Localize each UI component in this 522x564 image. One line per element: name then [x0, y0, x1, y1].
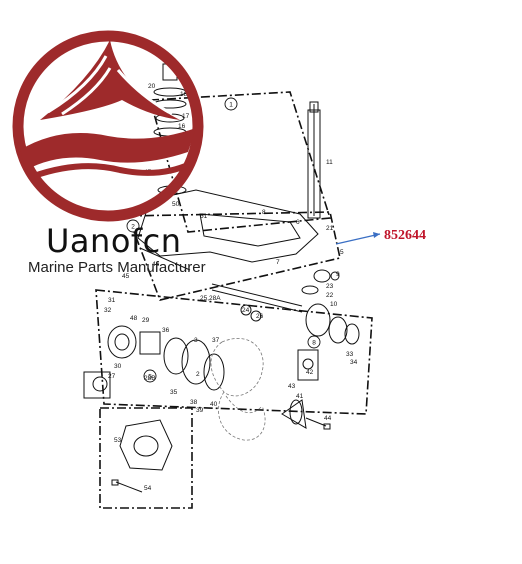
group-label-5: 5	[143, 369, 157, 383]
part-label-43: 43	[288, 383, 296, 390]
svg-text:8: 8	[312, 340, 316, 347]
part-label-35: 35	[170, 389, 178, 396]
part-label-54: 54	[144, 485, 152, 492]
callout-arrow	[335, 232, 381, 245]
part-label-24: 24	[242, 307, 250, 314]
part-label-25-28A: 25,28A	[200, 295, 221, 302]
part-label-33: 33	[346, 351, 354, 358]
part-label-8: 8	[262, 209, 266, 216]
middle-group-frame	[126, 211, 341, 301]
bearing-carrier	[83, 325, 225, 399]
part-label-17: 17	[182, 113, 190, 120]
gear-housing	[137, 189, 319, 271]
part-label-40: 40	[210, 401, 218, 408]
part-label-28B: 28B	[144, 375, 156, 382]
brand-tagline: Marine Parts Manufacturer	[28, 259, 206, 276]
part-label-23: 23	[326, 283, 334, 290]
part-label-44: 44	[324, 415, 332, 422]
part-label-45: 45	[122, 273, 130, 280]
part-label-22: 22	[326, 292, 334, 299]
propeller-shaft	[211, 283, 303, 322]
part-label-46: 46	[152, 261, 160, 268]
anode	[111, 419, 173, 493]
part-label-39: 39	[196, 407, 204, 414]
group-number-labels: 1 2 8 5	[126, 97, 321, 383]
part-label-34: 34	[350, 359, 358, 366]
part-label-32: 32	[104, 307, 112, 314]
part-label-6: 6	[296, 219, 300, 226]
part-label-9: 9	[336, 271, 340, 278]
part-number-labels: 201817161547115051862175464525,28A923221…	[104, 83, 358, 492]
part-label-50: 50	[172, 201, 180, 208]
part-label-5: 5	[340, 249, 344, 256]
svg-text:2: 2	[131, 224, 135, 231]
part-label-38: 38	[190, 399, 198, 406]
group-label-2: 2	[126, 219, 140, 233]
part-label-51: 51	[200, 213, 208, 220]
part-label-11: 11	[326, 159, 333, 166]
part-label-2: 2	[196, 371, 200, 378]
part-label-20: 20	[148, 83, 156, 90]
callout-part-number: 852644	[384, 228, 426, 243]
part-label-27: 27	[108, 373, 116, 380]
brand-name: Uanofcn	[46, 222, 182, 260]
lower-group-frame	[95, 289, 373, 415]
part-label-37: 37	[212, 337, 220, 344]
prop-hardware	[281, 349, 331, 430]
part-label-30: 30	[114, 363, 122, 370]
part-label-31: 31	[108, 297, 116, 304]
part-label-10: 10	[330, 301, 338, 308]
part-label-42: 42	[306, 369, 314, 376]
upper-group-frame	[148, 91, 332, 233]
part-label-16: 16	[178, 123, 186, 130]
part-label-48: 48	[130, 315, 138, 322]
propeller-outline	[210, 338, 266, 441]
part-label-21: 21	[326, 225, 334, 232]
drive-shaft	[307, 101, 321, 219]
part-label-18: 18	[180, 91, 188, 98]
right-gear-assembly	[301, 269, 360, 345]
part-label-53: 53	[114, 437, 122, 444]
svg-text:5: 5	[148, 374, 152, 381]
svg-text:1: 1	[229, 102, 233, 109]
ship-in-circle-logo-icon	[12, 30, 204, 222]
group-label-8: 8	[307, 335, 321, 349]
anode-group-frame	[99, 407, 193, 509]
group-label-1: 1	[224, 97, 238, 111]
part-label-41: 41	[296, 393, 304, 400]
part-label-29: 29	[142, 317, 150, 324]
part-label-26: 26	[256, 313, 264, 320]
part-label-7: 7	[276, 259, 280, 266]
part-label-36: 36	[162, 327, 170, 334]
part-label-3: 3	[194, 337, 198, 344]
